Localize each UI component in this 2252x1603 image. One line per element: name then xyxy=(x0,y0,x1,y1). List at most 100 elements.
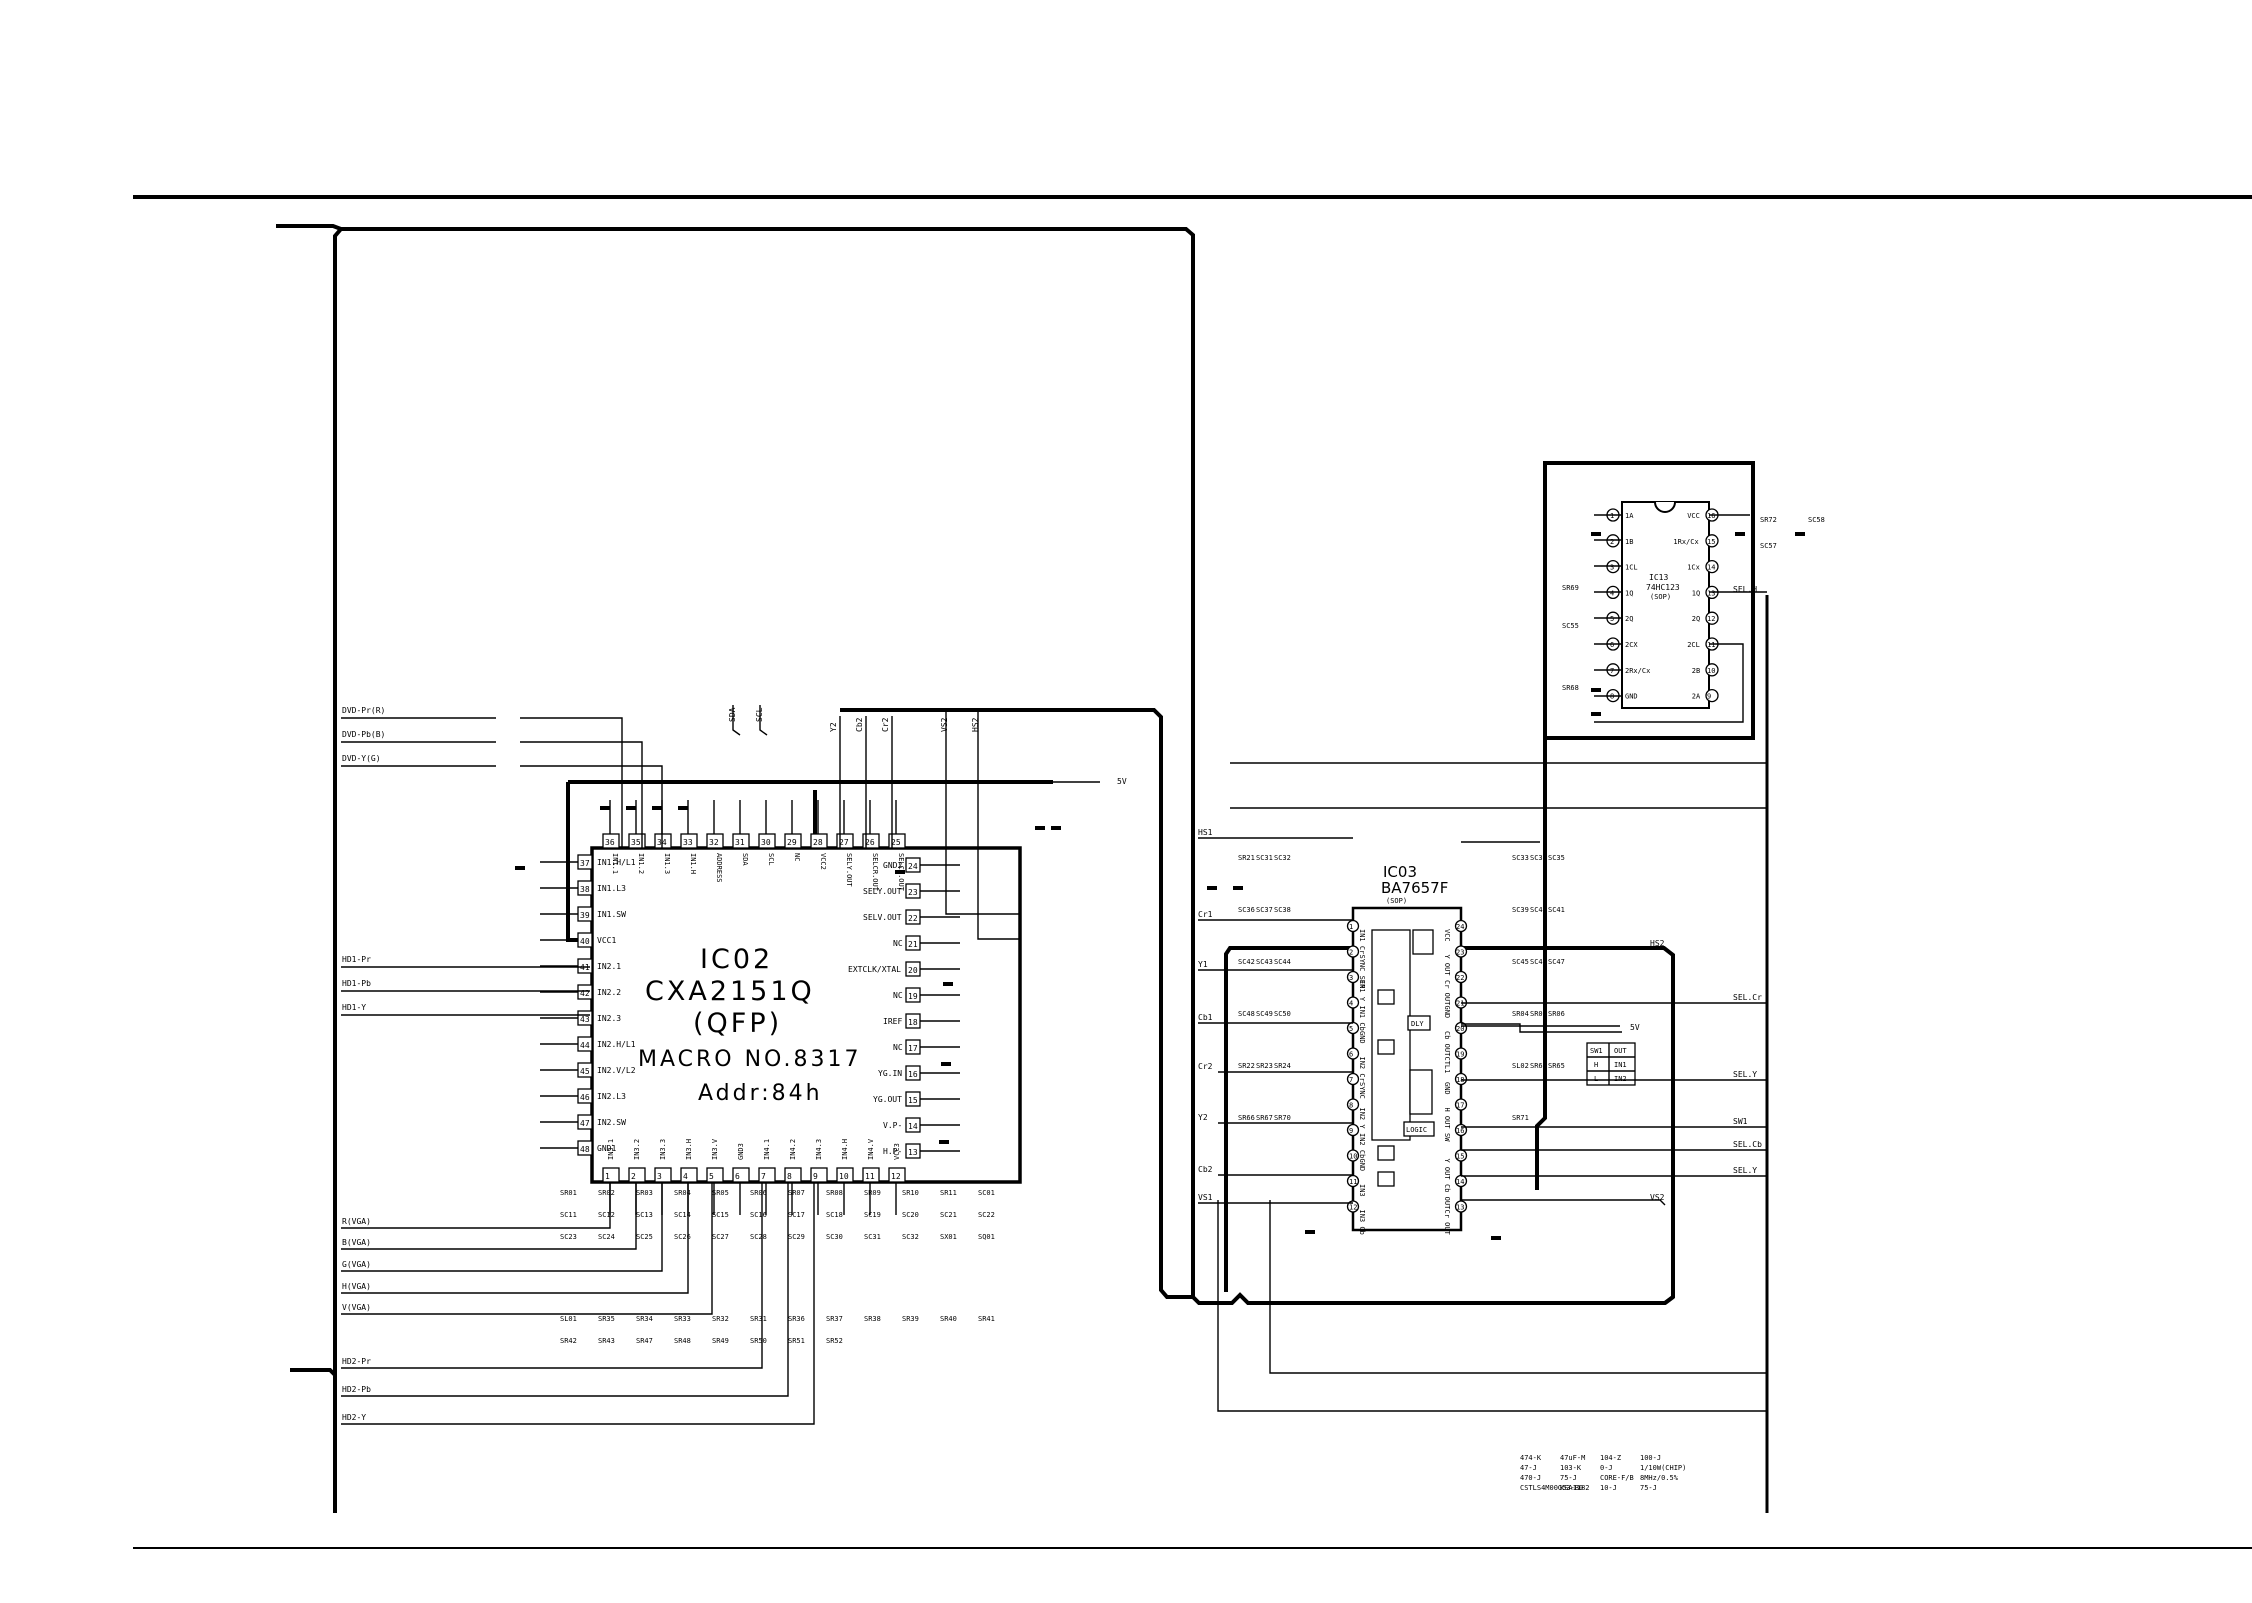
part-ref: SC33 xyxy=(1512,854,1529,862)
ic02-pin-name-5: IN3.V xyxy=(711,1138,719,1160)
top-tap-label: HS2 xyxy=(971,717,980,732)
ic03-pin-name-2: SYNC SEP xyxy=(1358,955,1366,989)
ic02-pin-6-box xyxy=(732,1167,750,1183)
ic03-pin-17: 17 xyxy=(1456,1102,1464,1110)
part-ref: SR39 xyxy=(902,1315,919,1323)
part-ref: SR23 xyxy=(1256,1062,1273,1070)
part-ref: SR48 xyxy=(674,1337,691,1345)
ic02-pin-48: 48 xyxy=(580,1145,590,1154)
ground-symbol xyxy=(939,1140,949,1144)
ic02-pin-name-38: IN1.L3 xyxy=(597,884,626,893)
ic13-part: 74HC123 xyxy=(1646,583,1680,592)
ic02-name: IC02 xyxy=(700,944,773,975)
ground-symbol xyxy=(626,806,636,810)
ic02-pin-name-1: IN3.1 xyxy=(607,1139,615,1160)
ic02-pin-name-19: NC xyxy=(893,991,903,1000)
ic02-pin-29: 29 xyxy=(787,838,797,847)
part-ref: SR67 xyxy=(1256,1114,1273,1122)
top-tap-label: SDA xyxy=(728,707,737,722)
ic02-pin-29-box xyxy=(784,833,802,849)
ic02-pin-name-28: VCC2 xyxy=(819,853,827,870)
ic03-pin-5: 5 xyxy=(1349,1025,1353,1033)
ic03-pin-circle xyxy=(1454,1200,1468,1213)
part-ref: SC39 xyxy=(1512,906,1529,914)
ic03-pin-16: 16 xyxy=(1456,1127,1464,1135)
part-ref: SR50 xyxy=(750,1337,767,1345)
part-ref: SR69 xyxy=(1562,584,1579,592)
ic02-pin-9-box xyxy=(810,1167,828,1183)
ic03-pin-circle xyxy=(1346,970,1360,984)
part-ref: SC17 xyxy=(788,1211,805,1219)
part-ref: SR68 xyxy=(1562,684,1579,692)
ic03-pin-circle xyxy=(1454,919,1468,933)
ic02-pin-name-13: H.P- xyxy=(883,1147,902,1156)
ic02-pin-14: 14 xyxy=(908,1122,918,1131)
part-ref: SC13 xyxy=(636,1211,653,1219)
part-ref: 8MHz/0.5% xyxy=(1640,1474,1679,1482)
top-tap-label: Y2 xyxy=(829,722,838,732)
ic03-input-label: Y1 xyxy=(1198,960,1208,969)
ic13-pin-name-2: 1B xyxy=(1625,538,1633,546)
part-ref: SQ01 xyxy=(978,1233,995,1241)
part-ref: 470-J xyxy=(1520,1474,1541,1482)
ic02-pin-39: 39 xyxy=(580,911,590,920)
ic03-name: IC03 xyxy=(1383,863,1417,881)
ic02-pin-name-2: IN3.2 xyxy=(633,1139,641,1160)
vs2-label: VS2 xyxy=(1650,1193,1665,1202)
ic13-pin-name-9: 2A xyxy=(1692,693,1701,701)
ic03-pin-name-6: IN2 Cr xyxy=(1358,1057,1366,1082)
ic03-pin-14: 14 xyxy=(1456,1178,1464,1186)
ic02-pin-name-7: IN4.1 xyxy=(763,1139,771,1160)
ic02-pin-47: 47 xyxy=(580,1119,590,1128)
part-ref: SC47 xyxy=(1548,958,1565,966)
vga-input-label: G(VGA) xyxy=(342,1260,371,1269)
ic13-pin-circle xyxy=(1606,534,1620,548)
part-ref: CSTLS4M00G53-B0 xyxy=(1520,1484,1583,1492)
part-ref: SC35 xyxy=(1548,854,1565,862)
ic13-pin-name-11: 2CL xyxy=(1687,641,1700,649)
ic02-pin-name-27: SELY.OUT xyxy=(845,853,853,888)
vcc-5v-label-2: 5V xyxy=(1630,1023,1640,1032)
hs2-label: HS2 xyxy=(1650,939,1665,948)
ic03-pin-circle xyxy=(1346,1123,1360,1137)
part-ref: SR47 xyxy=(636,1337,653,1345)
part-ref: SC44 xyxy=(1274,958,1291,966)
ground-symbol xyxy=(1491,1236,1501,1240)
part-ref: SR05 xyxy=(1530,1010,1547,1018)
part-ref: SC18 xyxy=(826,1211,843,1219)
ic13-pin-3: 3 xyxy=(1610,564,1614,572)
sw-l-out: IN2 xyxy=(1614,1075,1627,1083)
ic02-pin-8-box xyxy=(784,1167,802,1183)
ic13-pin-name-8: GND xyxy=(1625,693,1638,701)
ic02-pin-33: 33 xyxy=(683,838,693,847)
sw-header: SW1 xyxy=(1590,1047,1603,1055)
ic03-pin-name-14: Cb OUT xyxy=(1443,1184,1451,1210)
out-header: OUT xyxy=(1614,1047,1627,1055)
ground-symbol xyxy=(1591,688,1601,692)
ic03-pin-name-21: GND xyxy=(1443,1006,1451,1019)
ic02-pin-12-box xyxy=(888,1167,906,1183)
part-ref: SR24 xyxy=(1274,1062,1291,1070)
part-ref: SR34 xyxy=(636,1315,653,1323)
ic13-package: (SOP) xyxy=(1650,593,1671,601)
ic03-pin-circle xyxy=(1454,970,1468,984)
ic02-pin-10: 10 xyxy=(839,1172,849,1181)
part-ref: SR08 xyxy=(826,1189,843,1197)
part-ref: SC26 xyxy=(674,1233,691,1241)
ground-symbol xyxy=(652,806,662,810)
sw-h-out: IN1 xyxy=(1614,1061,1627,1069)
ic02-pin-1: 1 xyxy=(605,1172,610,1181)
ic13-pin-14: 14 xyxy=(1707,564,1715,572)
ground-symbol xyxy=(1233,886,1243,890)
ic02-pin-name-12: VCC3 xyxy=(893,1143,901,1160)
ic03-pin-circle xyxy=(1454,1072,1468,1086)
part-ref: SC48 xyxy=(1238,1010,1255,1018)
ic02-pin-24: 24 xyxy=(908,862,918,871)
ic02-pin-32: 32 xyxy=(709,838,719,847)
ic03-pin-12: 12 xyxy=(1349,1204,1357,1212)
ic02-pin-name-17: NC xyxy=(893,1043,903,1052)
sw-truth-table: SW1 OUT H IN1 L IN2 xyxy=(1586,1042,1636,1086)
